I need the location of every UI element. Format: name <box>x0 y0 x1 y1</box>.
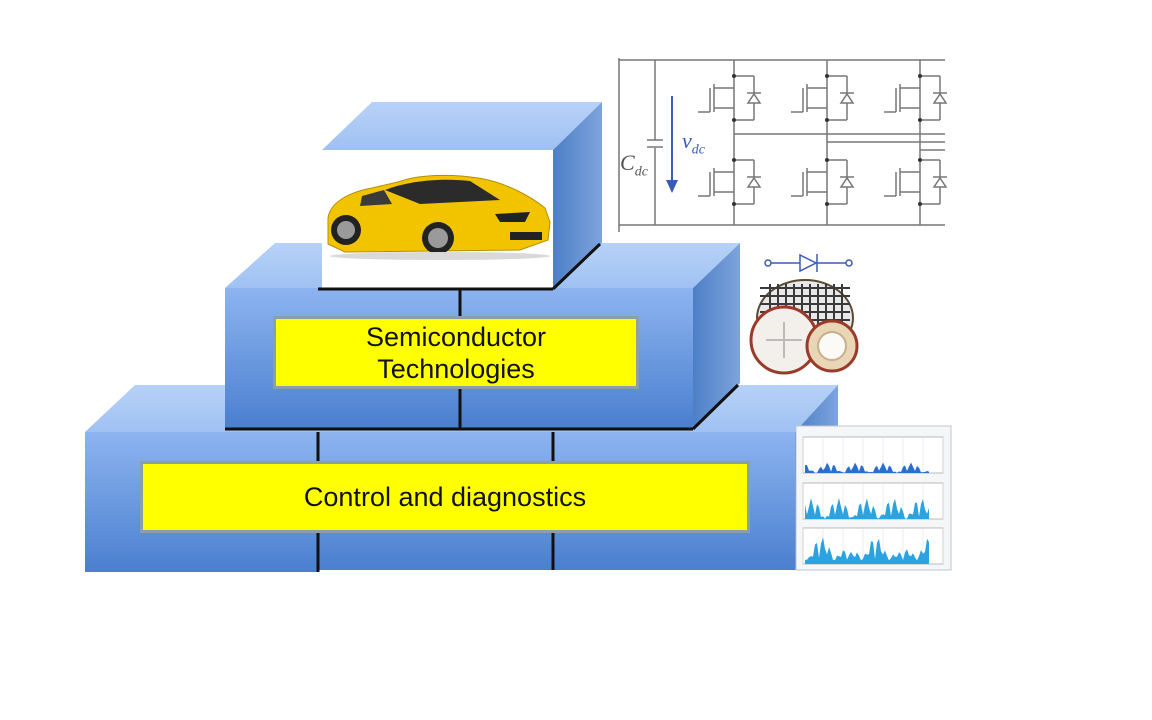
capacitor-label-main: C <box>620 150 635 175</box>
voltage-arrow-head <box>666 180 678 193</box>
monitoring-chart-area <box>805 498 929 519</box>
monitoring-chart-area <box>805 462 929 473</box>
control-diagnostics-label: Control and diagnostics <box>140 461 750 533</box>
disc-small-center <box>817 331 847 361</box>
igbt-switch-icon <box>698 158 762 206</box>
semiconductor-label-line2: Technologies <box>377 353 535 384</box>
top-block-shadow-diag <box>551 242 602 291</box>
voltage-label-sub: dc <box>691 142 705 158</box>
monitoring-chart-panel <box>802 482 944 520</box>
igbt-switch-icon <box>698 74 762 122</box>
capacitor-label: Cdc <box>620 150 648 180</box>
igbt-switch-icon <box>884 158 948 206</box>
diode-symbol-icon <box>799 253 818 273</box>
car-side-window <box>360 190 392 206</box>
monitoring-chart-panel <box>802 436 944 474</box>
voltage-label-main: v <box>682 128 692 153</box>
igbt-switch-icon <box>884 74 948 122</box>
car-rim-front <box>428 228 448 248</box>
semiconductor-devices-image <box>749 253 859 375</box>
semiconductor-technologies-label: Semiconductor Technologies <box>273 316 639 389</box>
middle-tier-shadow-diag <box>691 383 740 431</box>
car-rim-rear <box>337 221 355 239</box>
sports-car-image <box>327 174 551 260</box>
monitoring-chart-area <box>805 537 929 564</box>
car-windshield <box>385 179 500 204</box>
igbt-switch-icon <box>791 158 855 206</box>
igbt-switch-icon <box>791 74 855 122</box>
inverter-switches <box>698 74 948 206</box>
car-shadow <box>330 252 550 260</box>
capacitor-label-sub: dc <box>634 164 648 180</box>
monitoring-chart-panel <box>802 527 944 565</box>
diode-terminal-right <box>845 259 853 267</box>
middle-tier-side-face <box>693 243 740 428</box>
top-block-side-face <box>553 102 602 288</box>
semiconductor-label-line1: Semiconductor <box>365 321 547 352</box>
diode-terminal-left <box>764 259 772 267</box>
control-diagnostics-text: Control and diagnostics <box>303 482 587 512</box>
voltage-label: vdc <box>682 128 705 158</box>
top-block-top-face <box>322 102 602 150</box>
car-headlight <box>495 212 530 222</box>
car-grille <box>510 232 542 240</box>
